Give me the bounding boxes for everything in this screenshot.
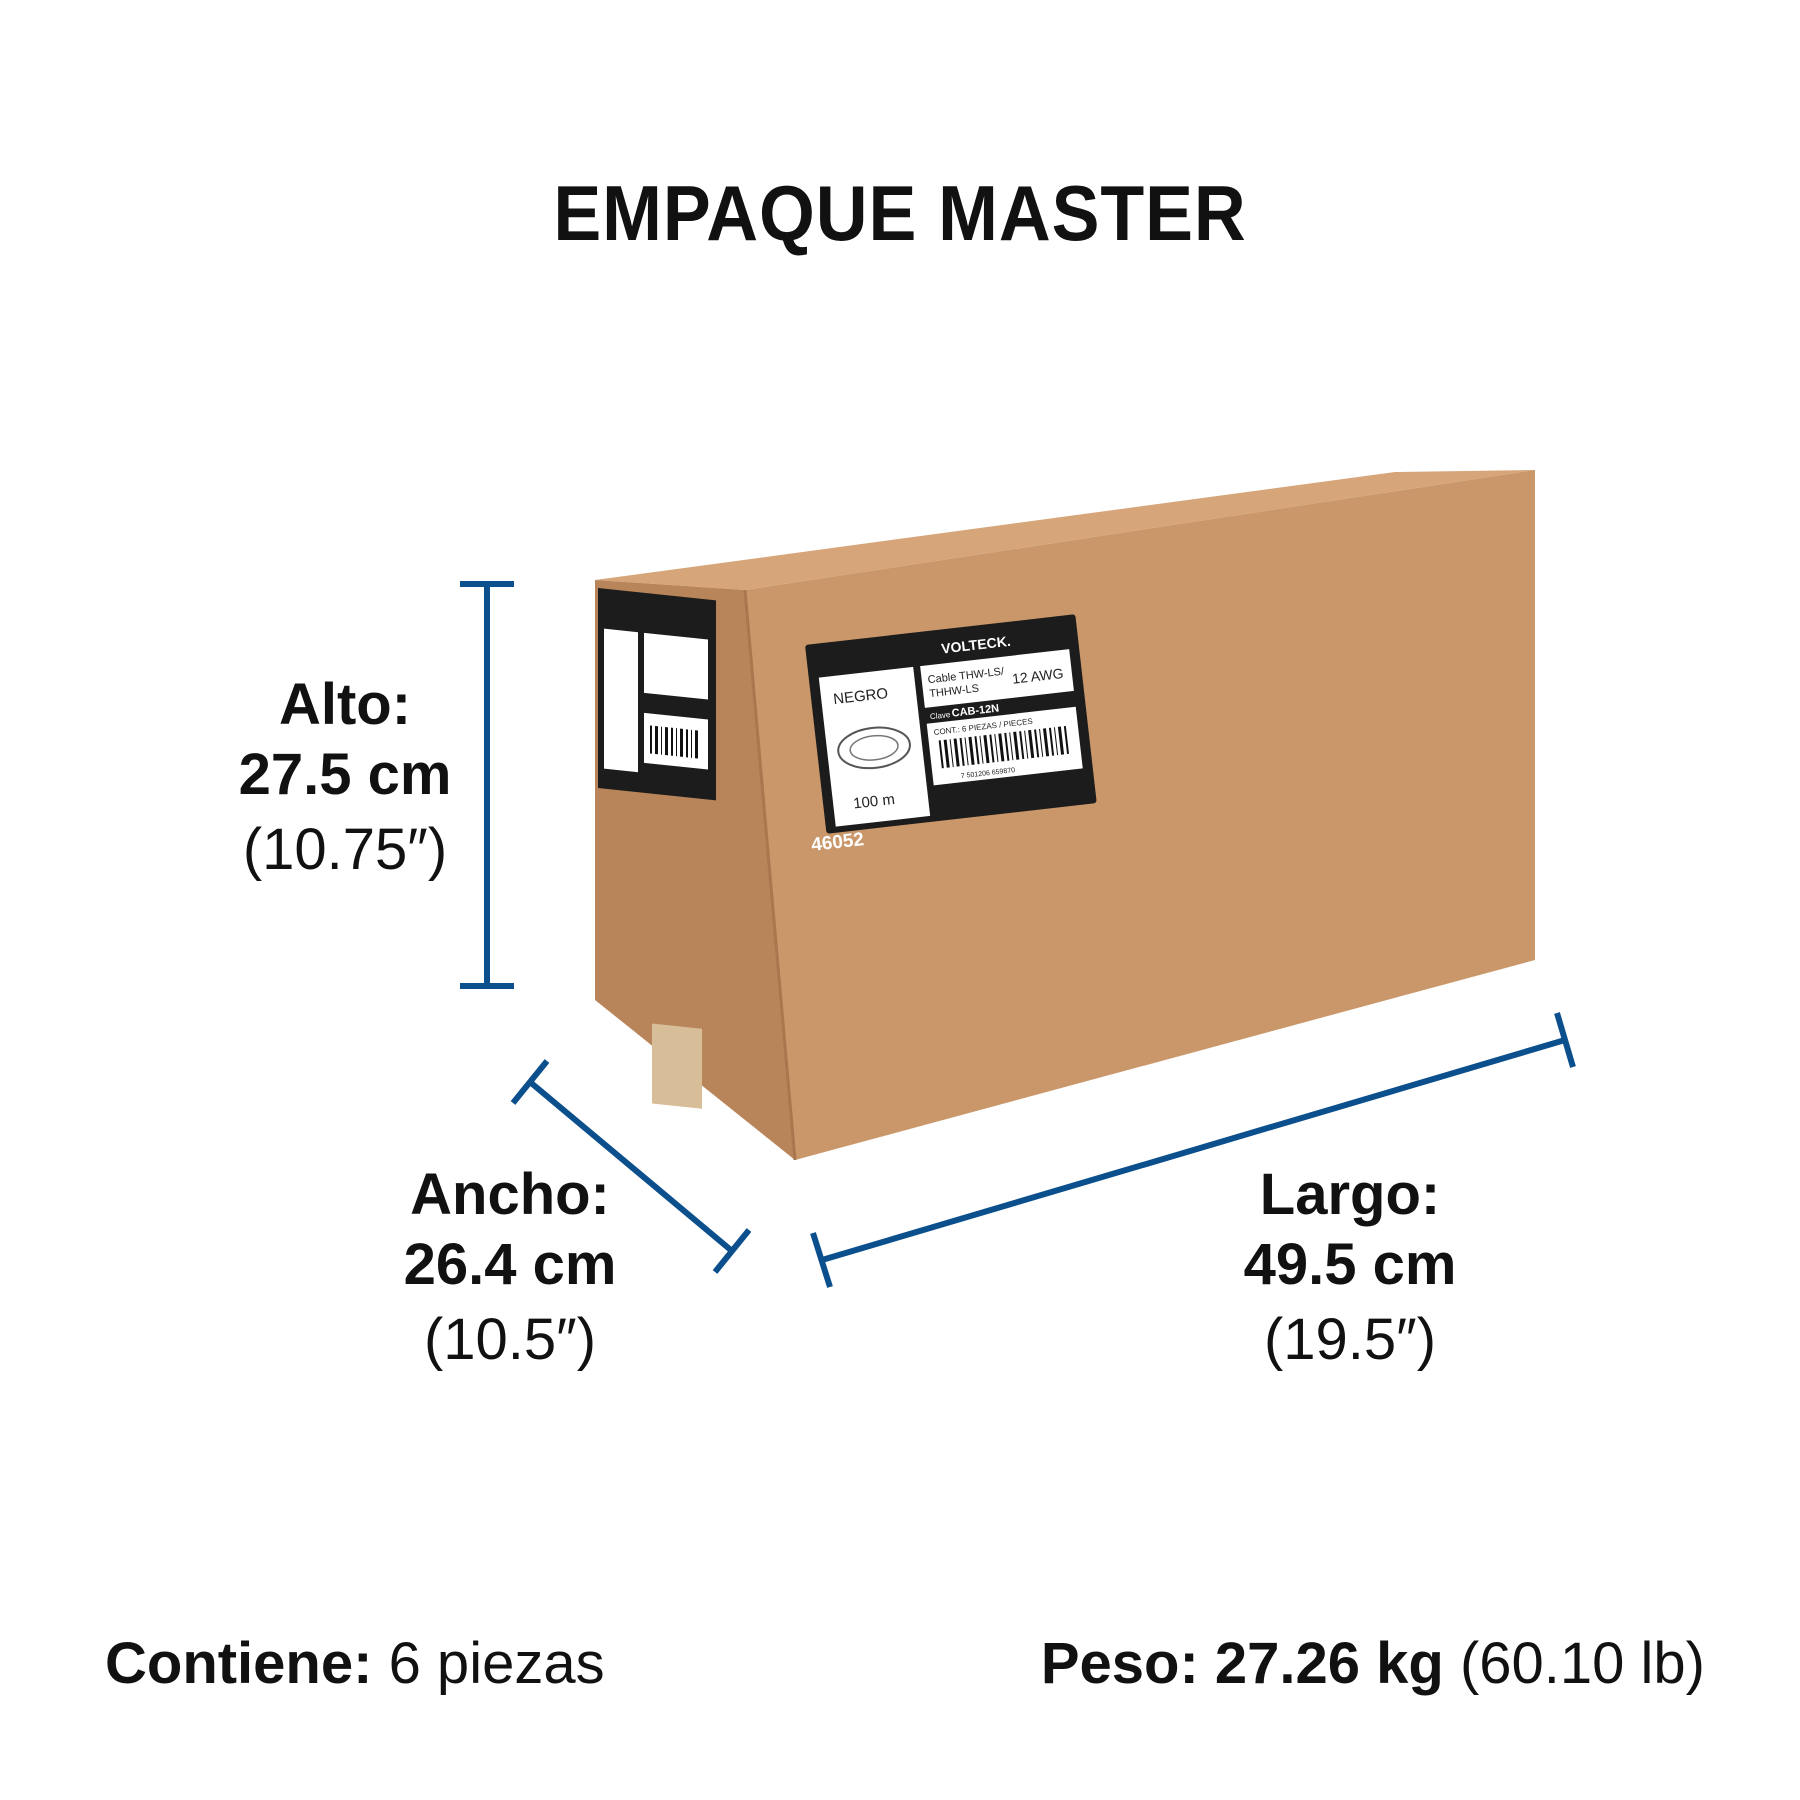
largo-dimension-line	[810, 1012, 1576, 1288]
side-label	[598, 588, 716, 801]
label-clave-caption: Clave	[929, 710, 951, 721]
barcode	[938, 725, 1070, 769]
ancho-dimension: Ancho: 26.4 cm (10.5″)	[380, 1160, 640, 1375]
peso-label: Peso:	[1040, 1631, 1199, 1696]
label-brand: VOLTECK.	[940, 633, 1011, 657]
alto-label: Alto:	[278, 672, 412, 737]
largo-imperial: (19.5″)	[1263, 1307, 1437, 1373]
peso-value-lb: (60.10 lb)	[1459, 1631, 1705, 1696]
label-color: NEGRO	[832, 685, 889, 708]
contiene-info: Contiene: 6 piezas	[105, 1630, 605, 1697]
ancho-label: Ancho:	[410, 1162, 610, 1227]
ancho-metric: 26.4 cm	[403, 1231, 617, 1297]
label-codigo-caption: Código	[841, 814, 868, 826]
alto-metric: 27.5 cm	[238, 741, 452, 807]
front-label: VOLTECK. NEGRO 100 m Código Cable THW-LS…	[805, 614, 1097, 834]
peso-info: Peso: 27.26 kg (60.10 lb)	[1041, 1630, 1705, 1697]
peso-value-kg: 27.26 kg	[1214, 1631, 1444, 1696]
contiene-value: 6 piezas	[388, 1631, 605, 1696]
ancho-dimension-line	[510, 1059, 752, 1274]
page-title: EMPAQUE MASTER	[553, 169, 1247, 257]
alto-dimension: Alto: 27.5 cm (10.75″)	[230, 670, 460, 885]
ancho-imperial: (10.5″)	[423, 1307, 597, 1373]
label-clave: CAB-12N	[951, 702, 1000, 719]
largo-metric: 49.5 cm	[1243, 1231, 1457, 1297]
label-product-line2: THHW-LS	[929, 683, 980, 701]
box-top-face	[595, 470, 1535, 590]
largo-dimension: Largo: 49.5 cm (19.5″)	[1220, 1160, 1480, 1375]
largo-label: Largo:	[1259, 1162, 1441, 1227]
label-gauge: 12 AWG	[1011, 665, 1064, 687]
alto-dimension-line	[460, 581, 514, 989]
side-tape-patch	[652, 1023, 702, 1109]
label-length: 100 m	[852, 791, 895, 813]
alto-imperial: (10.75″)	[242, 817, 448, 883]
contiene-label: Contiene:	[105, 1631, 373, 1696]
